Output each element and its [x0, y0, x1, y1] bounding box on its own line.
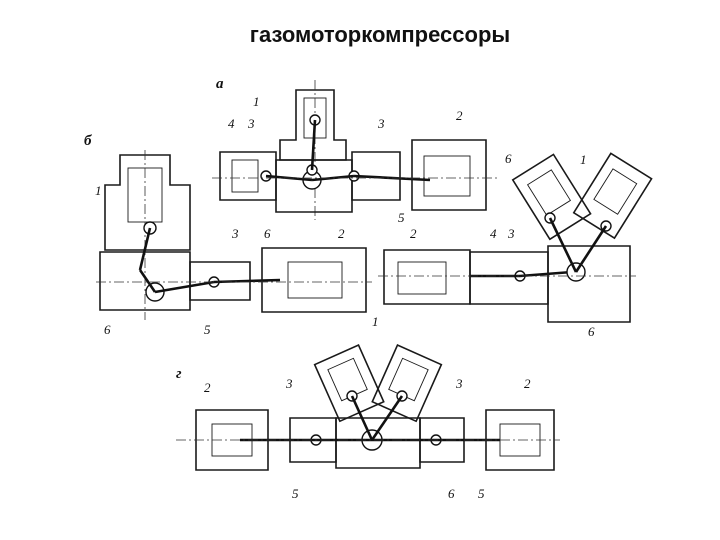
label-b-5: 5	[204, 322, 211, 337]
label-g-5l: 5	[292, 486, 299, 501]
label-a-5: 5	[398, 210, 405, 225]
label-a-6b: 6	[264, 226, 271, 241]
label-g-1: 1	[372, 314, 379, 329]
label-g-3r: 3	[455, 376, 463, 391]
label-a-2: 2	[456, 108, 463, 123]
label-v-1: 1	[580, 152, 587, 167]
label-g-2l: 2	[204, 380, 211, 395]
label-a: а	[216, 76, 224, 92]
page-title: газомоторкомпрессоры	[249, 22, 511, 47]
variant-a: а 1 4 3 3 2 6 5 6	[212, 76, 512, 241]
label-b-1: 1	[95, 183, 102, 198]
label-v-6: 6	[588, 324, 595, 339]
label-a-3r: 3	[377, 116, 385, 131]
label-g-5r: 5	[478, 486, 485, 501]
label-b-3: 3	[231, 226, 239, 241]
label-v-2: 2	[410, 226, 417, 241]
label-v-3: 3	[507, 226, 515, 241]
label-a-1: 1	[253, 94, 260, 109]
label-g-2r: 2	[524, 376, 531, 391]
variant-b: б 1 3 2 6 5	[84, 133, 372, 337]
variant-v: 1 2 4 3 6	[378, 152, 653, 339]
label-b-6: 6	[104, 322, 111, 337]
label-a-6: 6	[505, 151, 512, 166]
label-g: г	[176, 366, 182, 382]
label-a-3l: 3	[247, 116, 255, 131]
variant-g: г 1 2 3 3 2 5 6 5	[176, 314, 560, 501]
label-a-4: 4	[228, 116, 235, 131]
label-b-2: 2	[338, 226, 345, 241]
label-v-4: 4	[490, 226, 497, 241]
label-g-6: 6	[448, 486, 455, 501]
label-b: б	[84, 133, 92, 149]
label-g-3l: 3	[285, 376, 293, 391]
